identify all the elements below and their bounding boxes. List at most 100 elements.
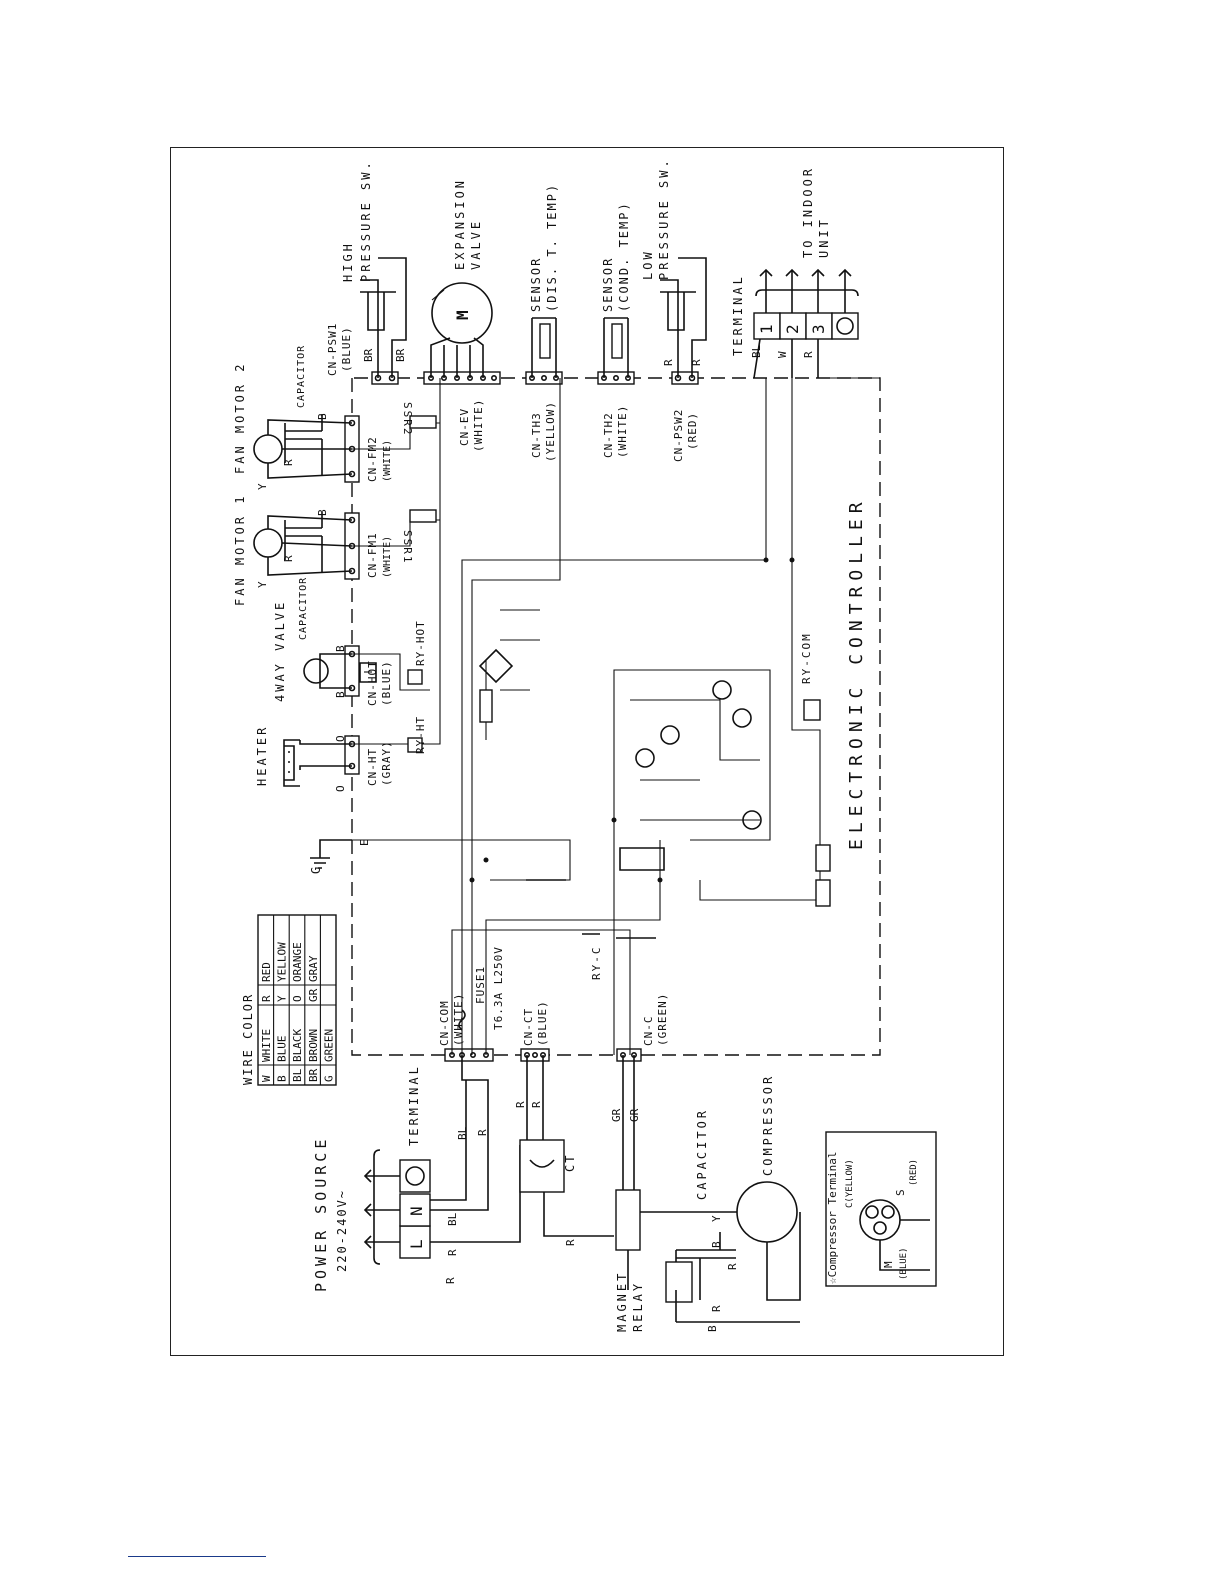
terminal-indoor-label: TERMINAL — [731, 274, 745, 356]
wire-mark-b-fm1: B — [316, 509, 329, 516]
to-indoor-unit-label-1: TO INDOOR — [801, 166, 815, 258]
compressor-terminal-m-color: (BLUE) — [899, 1247, 909, 1280]
wire-color-cell: G — [322, 1075, 335, 1082]
heater-label: HEATER — [255, 725, 269, 786]
cn-ct-label-2: (BLUE) — [536, 1000, 549, 1046]
wire-mark-gr-1: GR — [610, 1108, 623, 1122]
terminal-power[interactable] — [363, 1055, 521, 1265]
high-pressure-label-1: HIGH — [341, 241, 355, 282]
cn-ht-label-1: CN-HT — [366, 748, 379, 786]
cn-psw2-label-2: (RED) — [686, 412, 699, 450]
wire-color-cell: WHITE — [260, 1029, 273, 1062]
terminal-pin-1: 1 — [757, 324, 776, 334]
cn-ev-label-2: (WHITE) — [472, 399, 485, 452]
compressor-capacitor — [665, 1232, 736, 1303]
diagram-frame — [170, 147, 1004, 1356]
connector-cn-psw2 — [671, 371, 699, 385]
wire-mark-y-comp: Y — [710, 1215, 723, 1222]
sensor-cond-label-1: SENSOR — [601, 257, 615, 312]
cn-th3-label-1: CN-TH3 — [530, 412, 543, 458]
electronic-controller-label: ELECTRONIC CONTROLLER — [846, 496, 867, 850]
four-way-valve-label: 4WAY VALVE — [273, 600, 287, 702]
cn-th2-label-2: (WHITE) — [616, 405, 629, 458]
wire-color-cell: GRAY — [307, 955, 320, 982]
cn-th2-label-1: CN-TH2 — [602, 412, 615, 458]
wire-mark-o-heater-1: O — [334, 735, 347, 742]
wire-mark-b-hot-1: B — [334, 645, 347, 652]
wire-mark-r-com: R — [476, 1129, 489, 1136]
power-source-label: POWER SOURCE — [312, 1136, 330, 1292]
high-pressure-label-2: PRESSURE SW. — [359, 159, 373, 282]
heater — [283, 739, 352, 787]
wire-mark-r-comp: R — [564, 1239, 577, 1246]
ground-symbol — [310, 839, 352, 869]
cn-c-label-1: CN-C — [642, 1016, 655, 1047]
wire-color-cell: B — [276, 1075, 289, 1082]
wire-mark-r-indoor: R — [802, 351, 815, 358]
connector-cn-ct — [520, 1048, 550, 1062]
cn-th3-label-2: (YELLOW) — [544, 401, 557, 462]
ssr1-label: SSR1 — [401, 530, 414, 565]
capacitor-label-comp: CAPACITOR — [695, 1108, 709, 1200]
expansion-valve-label-1: EXPANSION — [453, 178, 467, 270]
fan-motor-2 — [253, 414, 353, 479]
wire-color-cell: YELLOW — [276, 942, 289, 982]
cn-fm2-label-1: CN-FM2 — [366, 436, 379, 482]
terminal-pin-n: N — [407, 1206, 426, 1216]
sensor-dis-label-1: SENSOR — [529, 257, 543, 312]
wire-mark-r-psw2-2: R — [690, 359, 703, 366]
ry-c-label: RY-C — [590, 946, 603, 981]
wire-color-cell: ORANGE — [291, 942, 304, 982]
wire-color-cell: O — [291, 995, 304, 1002]
ry-com-label: RY-COM — [800, 632, 813, 684]
wire-mark-w-indoor: W — [776, 351, 789, 358]
connector-cn-th2 — [597, 371, 635, 385]
cn-ct-label-1: CN-CT — [522, 1008, 535, 1046]
controller-electronics — [478, 648, 831, 939]
low-pressure-label-2: PRESSURE SW. — [657, 157, 671, 280]
current-transformer — [519, 1055, 614, 1237]
wire-mark-bl-power: BL — [446, 1212, 459, 1226]
connector-cn-ev — [423, 371, 501, 385]
wire-color-cell: GREEN — [322, 1029, 335, 1062]
wire-mark-r-power: R — [446, 1249, 459, 1256]
wire-mark-bl-com: BL — [456, 1126, 469, 1140]
cn-c-label-2: (GREEN) — [656, 993, 669, 1046]
voltage-label: 220-240V~ — [335, 1189, 349, 1272]
wire-mark-r-cap: R — [726, 1263, 739, 1270]
wire-mark-gr-2: GR — [628, 1108, 641, 1122]
wire-mark-r-cap2: R — [710, 1305, 723, 1312]
compressor — [640, 1181, 801, 1323]
cn-ev-label-1: CN-EV — [458, 408, 471, 446]
ssr1 — [409, 509, 437, 523]
terminal-pin-l: L — [407, 1239, 426, 1249]
cn-psw2-label-1: CN-PSW2 — [672, 409, 685, 462]
sensor-dis-label-2: (DIS. T. TEMP) — [545, 183, 559, 312]
sensor-dis-temp — [531, 317, 557, 378]
capacitor-label-hot: CAPACITOR — [298, 577, 309, 640]
terminal-indoor[interactable] — [753, 268, 859, 379]
wire-mark-b-hot-2: B — [334, 691, 347, 698]
fuse-rating-label: T6.3A L250V — [492, 946, 505, 1030]
terminal-pin-2: 2 — [783, 324, 802, 334]
ground-label: G — [309, 867, 323, 874]
wire-color-cell: BR — [307, 1068, 320, 1082]
wire-color-title: WIRE COLOR — [241, 993, 255, 1085]
wire-mark-r-ct2: R — [530, 1101, 543, 1108]
wire-color-cell: Y — [276, 995, 289, 1002]
controller-boundary — [351, 377, 881, 1056]
magnet-relay-label-2: RELAY — [631, 1281, 645, 1332]
magnet-relay — [615, 1055, 641, 1290]
capacitor-label-fm2: CAPACITOR — [296, 345, 307, 408]
wire-mark-y-fm1: Y — [256, 581, 269, 588]
wire-color-cell: BROWN — [307, 1029, 320, 1062]
connector-cn-c — [616, 1048, 642, 1062]
wire-mark-b-relay: B — [706, 1325, 719, 1332]
fan-motor-2-label: FAN MOTOR 2 — [233, 362, 247, 474]
wire-mark-b-comp: B — [710, 1241, 723, 1248]
wire-color-cell: R — [260, 995, 273, 1002]
wire-color-cell: W — [260, 1075, 273, 1082]
ssr2 — [409, 415, 437, 429]
cn-fm1-label-2: (WHITE) — [382, 536, 393, 578]
